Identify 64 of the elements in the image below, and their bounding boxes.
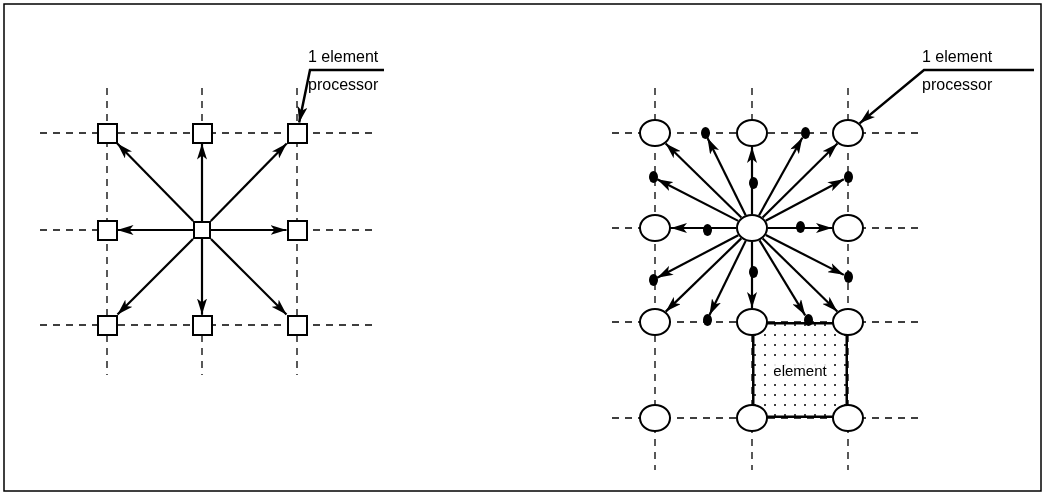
element-label: element — [773, 361, 827, 379]
square-node — [191, 122, 213, 144]
arrow — [197, 239, 207, 315]
arrow — [708, 240, 747, 316]
square-node — [96, 219, 118, 241]
square-node — [96, 122, 118, 144]
square-node — [286, 122, 308, 144]
circle-node — [639, 308, 671, 336]
arrow — [747, 147, 757, 214]
callout-label: processor — [922, 76, 994, 94]
circle-node — [832, 404, 864, 432]
arrow — [768, 223, 832, 233]
circle-node — [832, 119, 864, 147]
leader-arrow — [858, 68, 1034, 125]
circle-node — [736, 308, 768, 336]
arrow — [117, 225, 193, 235]
arrow — [758, 137, 804, 216]
arrow — [758, 239, 807, 316]
circle-node — [639, 404, 671, 432]
callout-label: processor — [308, 76, 380, 94]
arrow — [197, 143, 207, 221]
arrow — [671, 223, 736, 233]
circle-node — [736, 119, 768, 147]
dot-marker — [748, 177, 758, 189]
dot-marker — [648, 274, 658, 286]
circle-node — [832, 308, 864, 336]
square-node — [286, 314, 308, 336]
dot-marker — [748, 266, 758, 278]
arrow — [664, 142, 743, 219]
callout-label: 1 element — [308, 48, 380, 66]
square-node — [191, 314, 213, 336]
arrow — [656, 234, 739, 279]
circle-node — [639, 119, 671, 147]
dot-marker — [702, 314, 712, 326]
square-node — [193, 221, 211, 239]
dot-marker — [648, 171, 658, 183]
dot-marker — [800, 127, 810, 139]
circle-node — [639, 214, 671, 242]
circle-node — [832, 214, 864, 242]
dot-marker — [700, 127, 710, 139]
circle-node — [736, 214, 768, 242]
arrow — [664, 237, 743, 313]
arrow — [210, 142, 288, 222]
dot-marker — [843, 171, 853, 183]
arrow — [765, 234, 845, 276]
square-node — [286, 219, 308, 241]
leader-arrow — [297, 68, 384, 123]
dot-marker — [843, 271, 853, 283]
element-square — [752, 322, 848, 418]
arrow — [761, 237, 839, 313]
arrow — [211, 225, 287, 235]
arrow — [765, 178, 845, 222]
arrow — [656, 178, 739, 222]
arrow — [747, 242, 757, 308]
circle-node — [736, 404, 768, 432]
callout-label: 1 element — [922, 48, 994, 66]
arrow — [116, 142, 194, 222]
dot-marker — [702, 224, 712, 236]
dot-marker — [795, 221, 805, 233]
arrow — [761, 142, 839, 219]
arrow — [706, 137, 747, 216]
arrow — [116, 238, 194, 316]
square-node — [96, 314, 118, 336]
arrow — [210, 238, 288, 316]
